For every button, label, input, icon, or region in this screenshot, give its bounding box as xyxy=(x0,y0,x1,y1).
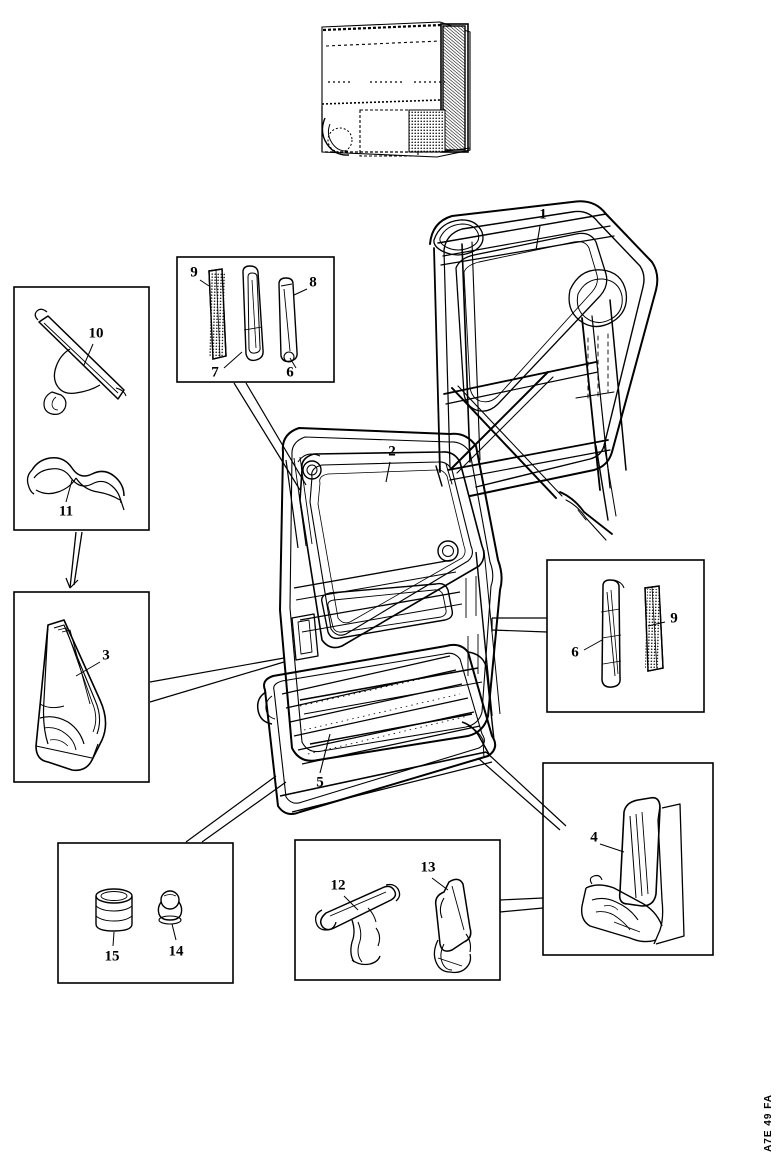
part-2-tailgate-outer-panel xyxy=(279,427,503,762)
leader-line-2 xyxy=(385,461,391,483)
leader-arrow-brackets-to-trim xyxy=(65,531,83,589)
leader-lines-fasteners xyxy=(185,775,287,843)
diagram-canvas: 1 xyxy=(13,21,714,984)
callout-label-2: 2 xyxy=(388,443,396,459)
leader-lines-right-strips xyxy=(491,617,548,633)
box-fasteners: 15 14 xyxy=(57,842,234,984)
box-left-brackets: 10 11 xyxy=(13,286,150,531)
callout-label-11: 11 xyxy=(59,503,73,519)
callout-label-15: 15 xyxy=(105,948,120,964)
leader-lines-hinges xyxy=(499,897,544,913)
callout-label-6-right: 6 xyxy=(571,644,579,660)
callout-label-6-top: 6 xyxy=(286,364,294,380)
leader-lines-upper-strips xyxy=(233,382,307,491)
leader-lines-trim-left xyxy=(149,657,285,703)
callout-label-1: 1 xyxy=(539,206,547,222)
leader-line-5 xyxy=(319,733,331,774)
callout-label-7: 7 xyxy=(211,364,219,380)
vehicle-locator-thumbnail xyxy=(318,21,473,162)
callout-label-14: 14 xyxy=(169,943,185,959)
callout-label-13: 13 xyxy=(421,859,436,875)
callout-label-10: 10 xyxy=(89,325,104,341)
box-right-strips: 6 9 xyxy=(546,559,705,713)
parts-diagram-sheet: 1 xyxy=(13,21,774,1152)
box-pillar-trim-left: 3 xyxy=(13,591,150,783)
page-code: A7E 49 FA xyxy=(763,1094,774,1152)
callout-label-3: 3 xyxy=(102,647,110,663)
box-hinges: 12 13 xyxy=(294,839,501,981)
callout-label-12: 12 xyxy=(331,877,346,893)
box-pillar-trim-right: 4 xyxy=(542,762,714,956)
callout-label-4: 4 xyxy=(590,829,598,845)
part-1-rear-door-frame xyxy=(429,200,659,541)
leader-line-1 xyxy=(535,225,541,251)
callout-label-9-right: 9 xyxy=(670,610,678,626)
leader-lines-trim-right xyxy=(477,751,567,831)
callout-label-8: 8 xyxy=(309,274,317,290)
box-upper-strips: 9 8 7 6 xyxy=(176,256,335,383)
callout-label-9-top: 9 xyxy=(190,264,198,280)
callout-label-5: 5 xyxy=(316,774,324,790)
